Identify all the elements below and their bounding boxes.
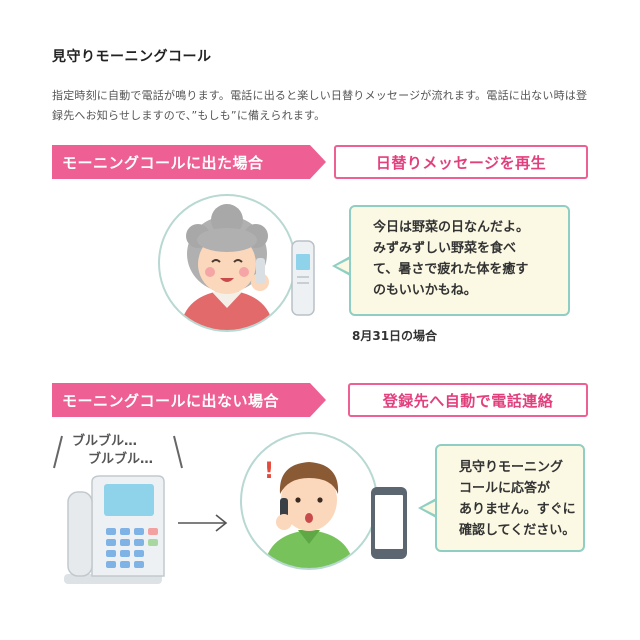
- unanswered-case-banner: モーニングコールに出ない場合: [52, 383, 326, 417]
- elderly-woman-on-phone-illustration: [158, 194, 296, 332]
- man-on-phone-illustration: !: [240, 432, 378, 570]
- answered-result-label: 日替りメッセージを再生: [375, 153, 547, 172]
- ringing-text: ブルブル… ブルブル…: [72, 433, 153, 469]
- bubble-line: 見守りモーニング: [459, 460, 564, 475]
- answered-case-banner-label: モーニングコールに出た場合: [62, 153, 264, 172]
- bubble-tail-inner: [422, 501, 436, 515]
- date-caption: 8月31日の場合: [352, 329, 438, 343]
- notification-speech-bubble: 見守りモーニング コールに応答が ありません。すぐに 確認してください。: [435, 444, 585, 552]
- svg-text:!: !: [264, 459, 274, 484]
- page-title: 見守りモーニングコール: [52, 49, 212, 65]
- unanswered-case-banner-label: モーニングコールに出ない場合: [62, 391, 280, 410]
- ringing-line: ブルブル…: [88, 452, 154, 467]
- ringing-line: ブルブル…: [72, 434, 138, 449]
- bubble-line: ありません。すぐに: [459, 502, 576, 517]
- unanswered-result-label: 登録先へ自動で電話連絡: [382, 391, 554, 410]
- bubble-line: みずみずしい野菜を食べ: [373, 241, 517, 256]
- smartphone-icon: [370, 486, 408, 560]
- bubble-line: コールに応答が: [459, 481, 551, 496]
- landline-phone-icon: [62, 474, 166, 586]
- answered-case-banner: モーニングコールに出た場合: [52, 145, 326, 179]
- vibration-lines-icon: [53, 435, 183, 469]
- answered-result-box: 日替りメッセージを再生: [334, 145, 588, 179]
- bubble-tail-inner: [336, 259, 350, 273]
- bubble-line: 今日は野菜の日なんだよ。: [373, 220, 530, 235]
- grandma-svg: [180, 204, 274, 330]
- right-arrow-icon: [178, 514, 228, 532]
- cordless-phone-icon: [291, 240, 315, 316]
- man-svg: !: [264, 459, 354, 568]
- bubble-line: のもいいかもね。: [373, 283, 477, 298]
- bubble-line: 確認してください。: [459, 523, 576, 538]
- unanswered-result-box: 登録先へ自動で電話連絡: [348, 383, 588, 417]
- description-text: 指定時刻に自動で電話が鳴ります。電話に出ると楽しい日替りメッセージが流れます。電…: [52, 89, 588, 122]
- message-speech-bubble: 今日は野菜の日なんだよ。 みずみずしい野菜を食べ て、暑さで疲れた体を癒す のも…: [349, 205, 570, 316]
- bubble-line: て、暑さで疲れた体を癒す: [373, 262, 529, 277]
